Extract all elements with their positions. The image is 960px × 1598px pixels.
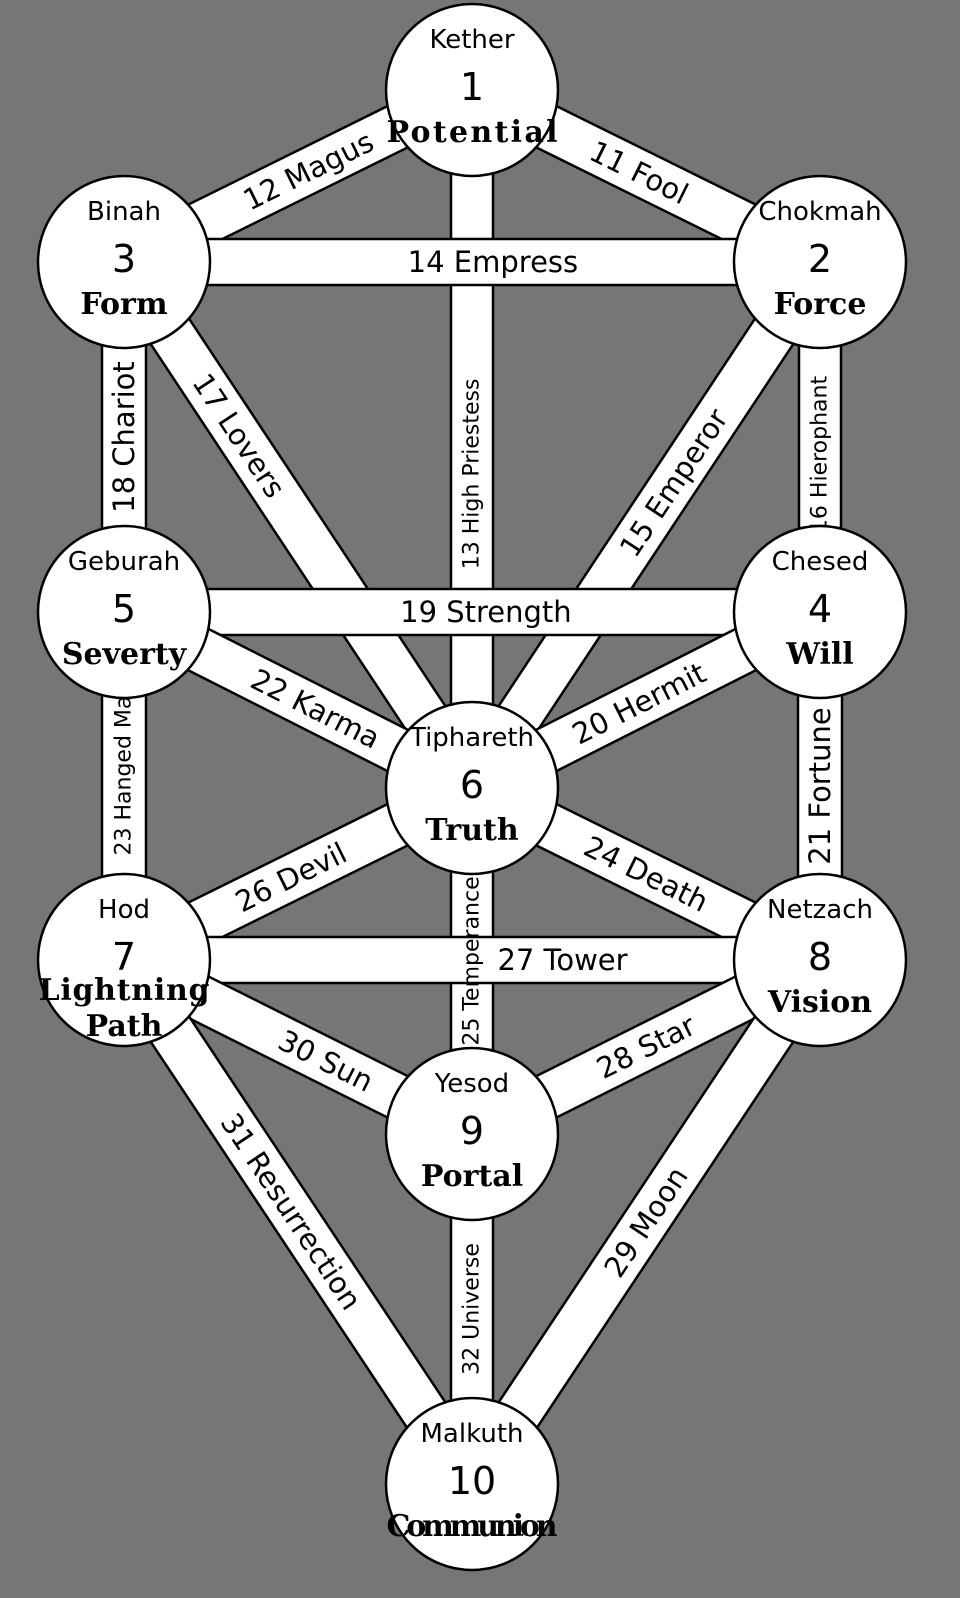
sephirah-name: Kether xyxy=(429,25,514,55)
sephirah-circle xyxy=(732,872,908,1048)
sephirah-quality: Severty xyxy=(62,637,188,672)
sephiroth-nodes: Kether1PotentialChokmah2ForceBinah3FormC… xyxy=(36,2,908,1572)
sephirah-quality: Portal xyxy=(421,1159,523,1194)
sephirah-quality: Vision xyxy=(767,985,872,1020)
path-label-18: 18 Chariot xyxy=(107,361,141,513)
sephirah-number: 6 xyxy=(460,763,484,807)
sephirah-name: Binah xyxy=(87,197,161,227)
sephirah-name: Chesed xyxy=(772,547,869,577)
path-label-19: 19 Strength xyxy=(400,595,572,629)
sephirah-quality: Path xyxy=(86,1009,163,1044)
path-label-23: 23 Hanged Man xyxy=(112,682,137,856)
path-label-16: 16 Hierophant xyxy=(808,376,833,534)
sephirah-number: 1 xyxy=(460,65,484,109)
sephirah-number: 9 xyxy=(460,1109,484,1153)
sephirah-circle xyxy=(732,174,908,350)
sephirah-number: 2 xyxy=(808,237,832,281)
sephirah-circle xyxy=(384,1046,560,1222)
path-label-31: 31 Resurrection xyxy=(214,1107,369,1316)
path-label-25: 25 Temperance xyxy=(460,876,485,1045)
sephirah-name: Netzach xyxy=(767,895,873,925)
sephirah-name: Tiphareth xyxy=(409,723,534,753)
sephirah-quality: Form xyxy=(80,287,167,322)
path-label-17: 17 Lovers xyxy=(186,367,292,504)
sephirah-circle xyxy=(384,700,560,876)
path-label-13: 13 High Priestess xyxy=(460,379,485,570)
sephirah-quality: Potential xyxy=(387,115,558,150)
path-label-15: 15 Emperor xyxy=(613,403,735,564)
sephirah-quality: Lightning xyxy=(39,973,210,1008)
sephirah-name: Chokmah xyxy=(758,197,881,227)
path-label-21: 21 Fortune xyxy=(803,707,837,864)
sephirah-circle xyxy=(384,1396,560,1572)
sephirah-circle xyxy=(36,174,212,350)
sephirah-name: Malkuth xyxy=(421,1419,524,1449)
sephirah-number: 8 xyxy=(808,935,832,979)
path-label-32: 32 Universe xyxy=(460,1243,485,1375)
sephirah-number: 4 xyxy=(808,587,832,631)
sephirah-number: 7 xyxy=(112,935,136,979)
sephirah-quality: Will xyxy=(785,637,853,672)
sephirah-circle xyxy=(36,524,212,700)
sephirah-name: Hod xyxy=(98,895,150,925)
sephirah-number: 10 xyxy=(448,1459,496,1503)
path-bands xyxy=(100,67,844,1499)
sephirah-quality: Truth xyxy=(425,813,519,848)
sephirah-name: Geburah xyxy=(68,547,180,577)
sephirah-quality: Force xyxy=(774,287,867,322)
sephirah-number: 5 xyxy=(112,587,136,631)
sephirah-circle xyxy=(384,2,560,178)
sephirah-quality: Communion xyxy=(387,1509,558,1544)
path-label-14: 14 Empress xyxy=(408,245,578,279)
sephirah-name: Yesod xyxy=(434,1069,509,1099)
sephirah-circle xyxy=(36,872,212,1048)
sephirah-circle xyxy=(732,524,908,700)
path-label-27: 27 Tower xyxy=(497,943,627,977)
sephirah-number: 3 xyxy=(112,237,136,281)
